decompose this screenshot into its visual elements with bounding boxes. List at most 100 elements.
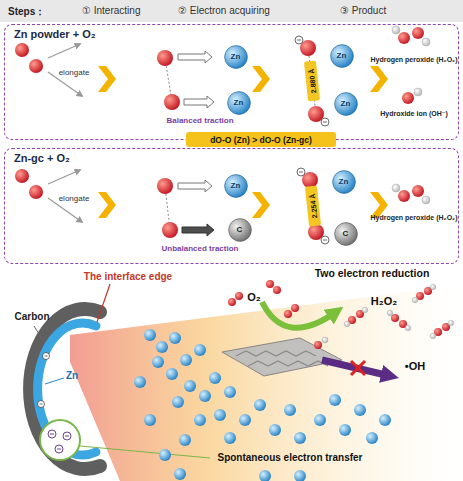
atom-outline	[227, 91, 251, 115]
oxygen-atom	[29, 59, 43, 73]
electron	[295, 36, 303, 44]
leader-line	[45, 378, 64, 384]
panel-heading: Zn-gc + O₂	[14, 152, 70, 164]
annotation-label: Balanced traction	[166, 116, 233, 125]
node-text: Zn	[339, 177, 349, 186]
step-title: ① Interacting	[82, 5, 140, 16]
annotation-label: Carbon	[15, 311, 50, 323]
node-text: 2.254 Å	[308, 193, 318, 218]
step-chevron	[370, 192, 388, 218]
zn-atom: Zn	[224, 45, 248, 69]
oxygen-atom	[314, 341, 322, 349]
zn-atom: Zn	[227, 91, 251, 115]
elongate-arrow	[48, 72, 82, 96]
oxygen-atom	[412, 185, 424, 197]
elongate-arrow	[48, 44, 80, 58]
atom-outline	[228, 218, 252, 242]
zn-atom: Zn	[330, 44, 354, 68]
step-chevron	[98, 66, 116, 92]
atom-outline	[224, 45, 248, 69]
carbon-shell	[30, 309, 100, 469]
node-text: Zn	[231, 52, 241, 61]
step-chevron	[252, 192, 270, 218]
electron-sign	[323, 240, 327, 241]
zn-atom: Zn	[224, 174, 248, 198]
atom-outline	[334, 92, 358, 116]
light-beam	[70, 285, 463, 481]
electron-sign	[57, 449, 61, 450]
hydrogen-atom	[392, 184, 400, 192]
zn-particles	[134, 329, 391, 481]
hydrogen-atom	[422, 38, 430, 46]
bond-length-badge: 2.254 Å	[304, 185, 320, 226]
blocked-arrow	[322, 360, 390, 376]
electron-sign	[50, 434, 54, 435]
node-text: C	[343, 229, 349, 238]
node-text: Zn	[231, 181, 241, 190]
electron	[43, 353, 50, 360]
leader-line	[80, 446, 210, 458]
electron-sign	[323, 122, 327, 123]
oxygen-atom	[162, 222, 178, 238]
atom-sphere	[332, 170, 355, 193]
node-text: Zn	[341, 99, 351, 108]
annotation-label: Unbalanced traction	[162, 244, 239, 253]
carbon-atom: C	[334, 222, 358, 246]
traction-arrow	[184, 96, 214, 108]
step-chevron	[370, 66, 388, 92]
elongate-arrow	[48, 170, 80, 184]
reduction-arrow	[262, 302, 336, 328]
cross-mark	[351, 361, 365, 375]
zn-powder-scene	[15, 26, 430, 126]
atom-sphere	[224, 45, 247, 68]
step-chevron	[252, 66, 270, 92]
zn-gc-scene	[15, 168, 430, 244]
annotation-label: elongate	[59, 194, 90, 203]
atom-outline	[332, 170, 356, 194]
graphene-lattice	[236, 351, 316, 356]
atom-sphere	[224, 174, 247, 197]
oxygen-atom	[398, 190, 410, 202]
electron-sign	[297, 40, 301, 41]
hydrogen-atom	[422, 196, 430, 204]
electron-sign	[45, 356, 48, 357]
atom-sphere	[330, 44, 353, 67]
atom-outline	[330, 44, 354, 68]
electron	[48, 430, 56, 438]
mechanism-illustration	[30, 280, 463, 481]
bond-line	[308, 48, 316, 114]
scenario-panel: Zn powder + O₂ZnZn2.880 ÅZnZn	[4, 24, 459, 140]
panel-heading: Zn powder + O₂	[14, 28, 96, 40]
electron	[38, 401, 45, 408]
strong-traction-arrow	[182, 224, 214, 236]
electron-sign	[65, 436, 69, 437]
bond-length-badge: 2.880 Å	[303, 60, 319, 101]
leader-line	[97, 284, 110, 322]
comparison-banner: dO-O (Zn) > dO-O (Zn-gc)	[186, 132, 336, 147]
zn-atom: Zn	[334, 92, 358, 116]
carbon-atom: C	[228, 218, 252, 242]
traction-arrow	[178, 51, 212, 63]
electron	[321, 236, 329, 244]
node-text: C	[237, 225, 243, 234]
atom-sphere	[228, 218, 251, 241]
oxygen-atom	[15, 43, 29, 57]
oxygen-atom	[29, 185, 43, 199]
annotation-label: Zn	[66, 370, 78, 382]
atom-sphere	[334, 222, 357, 245]
annotation-label: O₂	[247, 291, 260, 304]
step-chevron	[98, 192, 116, 218]
step-title: ② Electron acquiring	[178, 5, 270, 16]
electron-sign	[299, 172, 303, 173]
scenario-panel: Zn-gc + O₂ ZnC 2.254 Å ZnC	[4, 148, 459, 264]
atom-sphere	[227, 91, 250, 114]
oxygen-molecules	[228, 280, 450, 336]
atom-outline	[334, 222, 358, 246]
oxygen-atom	[402, 92, 414, 104]
step-title: Steps：	[8, 5, 45, 19]
